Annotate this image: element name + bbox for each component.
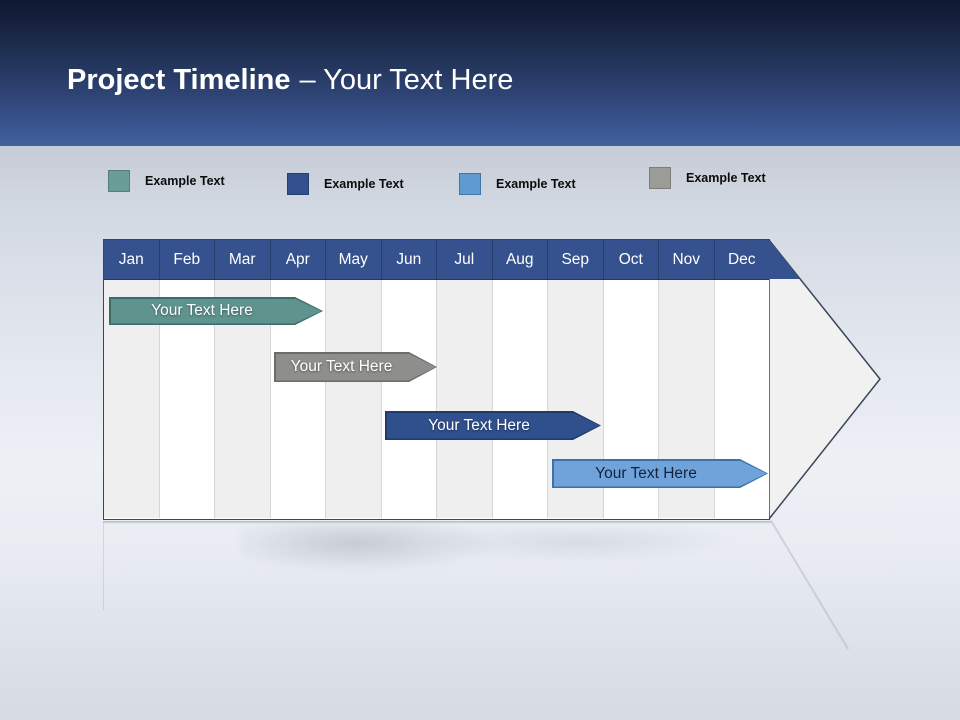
legend-item-4: Example Text <box>649 167 766 189</box>
cloud-reflection <box>420 528 740 562</box>
table-edge-reflection <box>103 522 104 610</box>
legend-label: Example Text <box>686 171 766 185</box>
month-header-sep: Sep <box>548 240 604 279</box>
month-header-oct: Oct <box>604 240 659 279</box>
legend-label: Example Text <box>145 174 225 188</box>
title-light-text: – Your Text Here <box>299 64 514 96</box>
month-column <box>437 280 493 518</box>
task-arrow-fill: Your Text Here <box>111 299 322 324</box>
task-label: Your Text Here <box>595 464 697 482</box>
legend-item-2: Example Text <box>287 173 404 195</box>
task-arrow-3: Your Text Here <box>385 411 601 440</box>
task-label: Your Text Here <box>428 416 530 434</box>
task-arrow-fill: Your Text Here <box>554 461 767 487</box>
month-header-jun: Jun <box>382 240 437 279</box>
month-header-aug: Aug <box>493 240 548 279</box>
legend-item-1: Example Text <box>108 170 225 192</box>
month-column <box>492 280 548 518</box>
month-header-feb: Feb <box>160 240 215 279</box>
legend-swatch-lightblue <box>459 173 481 195</box>
cloud-reflection <box>240 524 500 572</box>
task-label: Your Text Here <box>290 358 393 375</box>
title-bold-text: Project Timeline <box>67 64 291 96</box>
month-header-nov: Nov <box>659 240 715 279</box>
arrowhead-shape <box>769 239 881 521</box>
legend-swatch-darkblue <box>287 173 309 195</box>
month-header-row: Jan Feb Mar Apr May Jun Jul Aug Sep Oct … <box>104 240 769 280</box>
legend-swatch-gray <box>649 167 671 189</box>
task-label: Your Text Here <box>151 302 253 319</box>
legend-item-3: Example Text <box>459 173 576 195</box>
month-column <box>326 280 382 518</box>
month-column <box>381 280 437 518</box>
legend-label: Example Text <box>324 177 404 191</box>
legend-label: Example Text <box>496 177 576 191</box>
task-arrow-fill: Your Text Here <box>387 413 600 439</box>
month-header-jan: Jan <box>104 240 160 279</box>
arrowhead-header-wedge <box>769 240 800 279</box>
table-shadow <box>103 521 771 524</box>
page-title: Project Timeline– Your Text Here <box>67 60 513 100</box>
task-arrow-1: Your Text Here <box>109 297 323 325</box>
month-header-may: May <box>326 240 382 279</box>
month-header-mar: Mar <box>215 240 271 279</box>
timeline-arrowhead <box>769 239 881 521</box>
task-arrow-fill: Your Text Here <box>276 354 436 381</box>
month-header-apr: Apr <box>271 240 326 279</box>
header-band <box>0 0 960 146</box>
task-arrow-4: Your Text Here <box>552 459 768 488</box>
task-arrow-2: Your Text Here <box>274 352 437 382</box>
month-header-dec: Dec <box>727 250 756 268</box>
legend-swatch-teal <box>108 170 130 192</box>
month-header-jul: Jul <box>437 240 493 279</box>
